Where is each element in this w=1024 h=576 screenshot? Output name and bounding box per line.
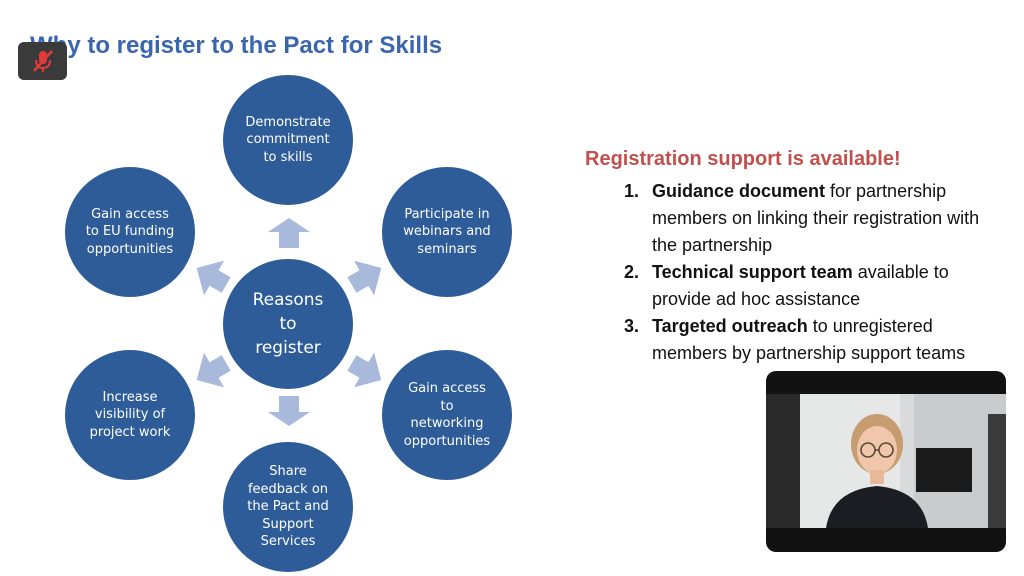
node-text: feedback on [247,481,329,497]
arrow-up-icon [268,218,310,248]
node-text: the Pact and [247,499,329,515]
node-text: to [440,398,454,414]
node-text: Gain access [91,206,169,222]
list-item-text: available to provide ad hoc assistance [652,262,949,309]
slide-title: Why to register to the Pact for Skills [30,32,443,59]
arrow-lower-right-icon [347,352,382,388]
node-text: Share [269,464,307,480]
support-list: 1. Guidance document for partnership mem… [624,178,994,367]
node-text: Support [262,516,314,532]
list-number: 2. [624,262,640,282]
list-number: 1. [624,181,640,201]
node-text: commitment [246,132,330,148]
node-top: Demonstrate commitment to skills [223,75,353,205]
participant-image [766,394,1006,528]
arrow-upper-right-icon [347,260,382,296]
mute-indicator[interactable] [18,42,67,80]
microphone-muted-icon [32,50,53,72]
node-text: Increase [102,389,158,405]
reasons-diagram: Reasons to register Demonstrate commitme… [65,75,512,572]
arrow-upper-left-icon [196,260,231,296]
center-node: Reasons to register [223,259,353,389]
node-bottom: Share feedback on the Pact and Support S… [223,442,353,572]
node-text: Reasons [252,290,324,310]
node-top-left: Gain access to EU funding opportunities [65,167,195,297]
node-text: visibility of [94,407,166,423]
list-item: 2. Technical support team available to p… [624,259,994,313]
list-item: 1. Guidance document for partnership mem… [624,178,994,259]
list-item-text: to unregistered members by partnership s… [652,316,966,363]
node-bottom-right: Gain access to networking opportunities [382,350,512,480]
list-item-bold: Targeted outreach [652,316,808,336]
node-text: Gain access [408,381,486,396]
node-text: opportunities [403,433,491,449]
node-text: project work [89,424,171,440]
list-item-text: for partnership members on linking their… [652,181,980,255]
node-text: to EU funding [85,224,175,240]
node-text: seminars [417,241,477,257]
node-text: Demonstrate [245,114,331,130]
node-text: opportunities [86,241,174,257]
list-item-bold: Guidance document [652,181,826,201]
support-title: Registration support is available! [585,148,901,170]
participant-video[interactable] [766,371,1006,552]
arrow-lower-left-icon [196,352,231,388]
node-text: Participate in [404,206,490,222]
node-text: to [279,314,297,334]
list-item-bold: Technical support team [652,262,853,282]
node-text: webinars and [403,224,491,240]
list-item: 3. Targeted outreach to unregistered mem… [624,313,994,367]
node-text: networking [410,416,484,431]
node-text: register [255,338,321,358]
node-text: to skills [263,149,313,165]
node-bottom-left: Increase visibility of project work [65,350,195,480]
node-top-right: Participate in webinars and seminars [382,167,512,297]
list-number: 3. [624,316,640,336]
arrow-down-icon [268,396,310,426]
node-text: Services [260,534,316,550]
